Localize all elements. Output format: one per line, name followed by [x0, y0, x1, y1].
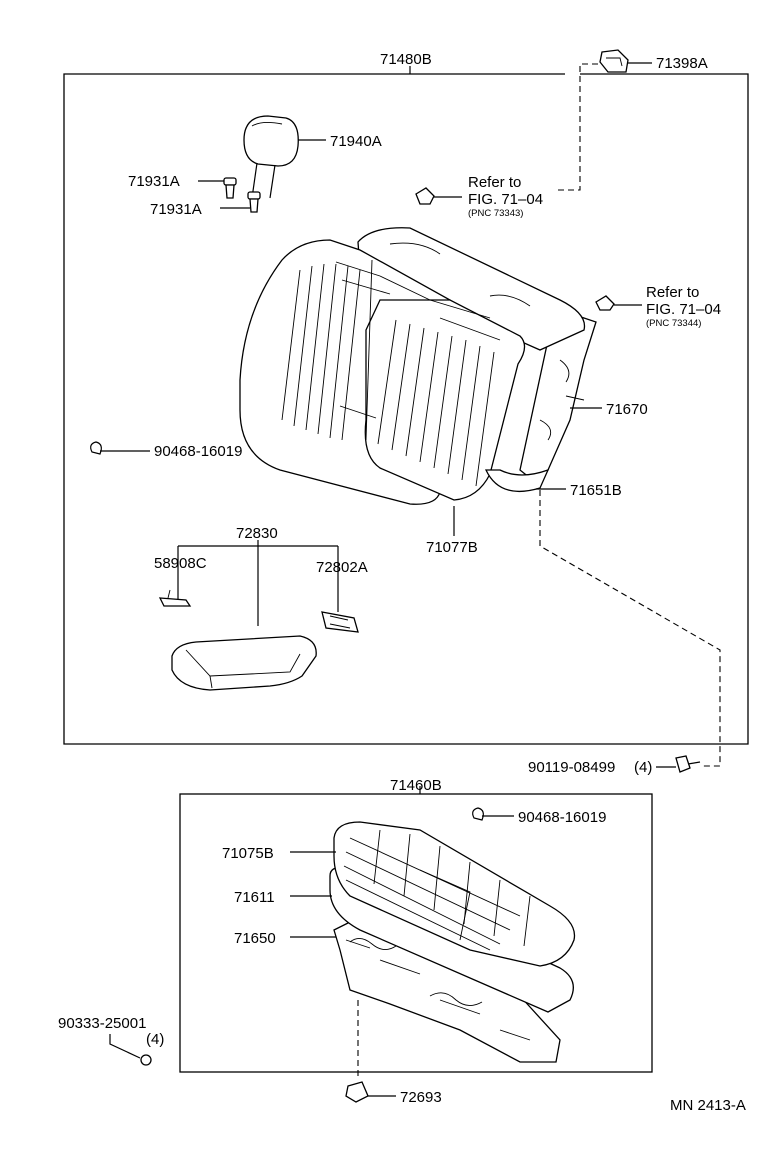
ref1-line1: Refer to [468, 174, 521, 191]
part-71398A-label: 71398A [656, 55, 708, 72]
part-71931A-upper-label: 71931A [128, 173, 180, 190]
diagram-code: MN 2413-A [670, 1097, 746, 1114]
upper-assembly-label: 71480B [380, 51, 432, 68]
headrest-guide-71931A-lower [247, 191, 261, 213]
headrest-guide-71931A-upper [223, 177, 237, 199]
clip-ref-73344 [595, 295, 615, 311]
part-72830-label: 72830 [236, 525, 278, 542]
clip-71398A [599, 49, 629, 73]
armrest-72830 [171, 635, 317, 691]
part-71077B-label: 71077B [426, 539, 478, 556]
bracket-58908C [158, 589, 192, 607]
headrest-71940A [243, 115, 299, 199]
hinge-72802A [321, 611, 359, 633]
part-58908C-label: 58908C [154, 555, 207, 572]
ref2-line2: FIG. 71–04 [646, 301, 721, 318]
part-71931A-lower-label: 71931A [150, 201, 202, 218]
bolt-90119 [675, 755, 701, 773]
seat-cushion [329, 821, 576, 1063]
clip-ref-73343 [415, 187, 435, 205]
part-71650-label: 71650 [234, 930, 276, 947]
part-72693-label: 72693 [400, 1089, 442, 1106]
part-90333-label: 90333-25001 [58, 1015, 146, 1032]
part-90119-label: 90119-08499 [528, 759, 615, 776]
ref1-line2: FIG. 71–04 [468, 191, 543, 208]
part-71075B-label: 71075B [222, 845, 274, 862]
hog-ring-upper [90, 441, 102, 455]
part-90333-qty: (4) [146, 1031, 164, 1048]
ref1-pnc: (PNC 73343) [468, 208, 523, 219]
seat-back-cushion [239, 227, 597, 505]
lower-assembly-frame [179, 786, 653, 1073]
part-71611-label: 71611 [234, 889, 275, 906]
ref2-line1: Refer to [646, 284, 699, 301]
part-90468-upper-label: 90468-16019 [154, 443, 242, 460]
part-90119-qty: (4) [634, 759, 652, 776]
part-72802A-label: 72802A [316, 559, 368, 576]
nut-90333 [140, 1054, 152, 1066]
lower-assembly-label: 71460B [390, 777, 442, 794]
part-71670-label: 71670 [606, 401, 648, 418]
part-71651B-label: 71651B [570, 482, 622, 499]
part-90468-lower-label: 90468-16019 [518, 809, 606, 826]
upper-assembly-frame [63, 66, 749, 745]
ref2-pnc: (PNC 73344) [646, 318, 701, 329]
hog-ring-lower [472, 807, 484, 821]
clip-72693 [345, 1081, 369, 1103]
part-71940A-label: 71940A [330, 133, 382, 150]
